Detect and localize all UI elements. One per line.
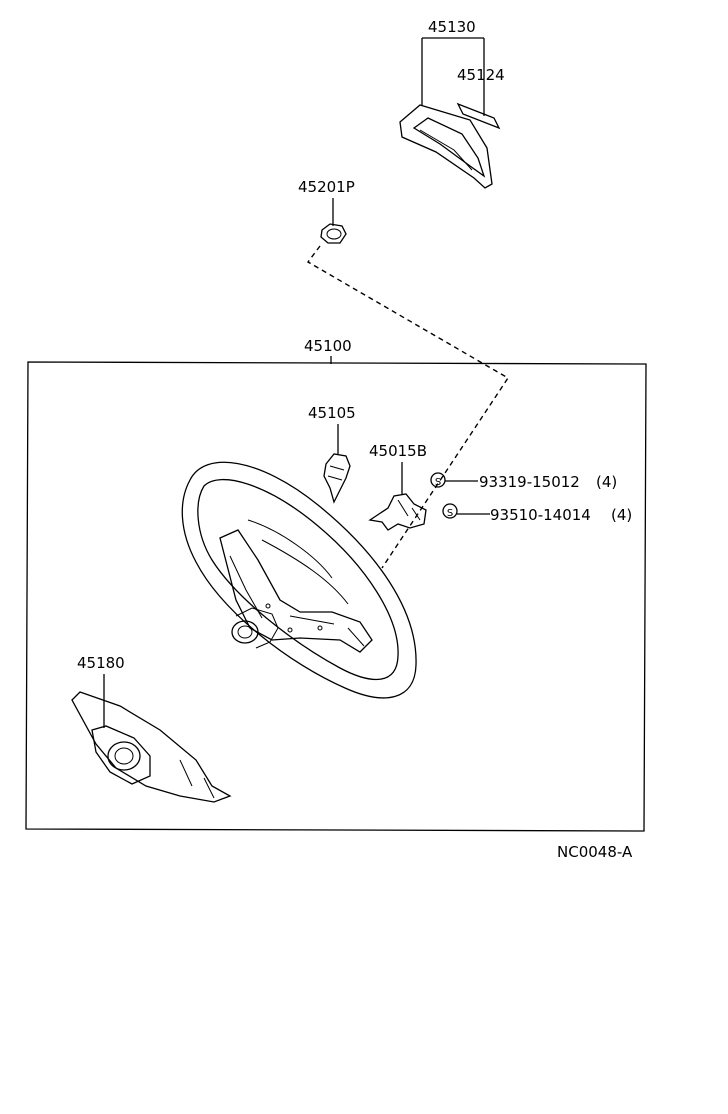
lower-cover-45180 <box>71 691 232 803</box>
qty-93510-14014: (4) <box>611 506 632 524</box>
nut-45201p <box>320 223 347 244</box>
screw-93319-15012: S <box>430 472 478 488</box>
label-93510-14014: 93510-14014 <box>490 506 591 524</box>
qty-93319-15012: (4) <box>596 473 617 491</box>
label-45180: 45180 <box>77 654 125 672</box>
label-45015b: 45015B <box>369 442 427 460</box>
steering-wheel <box>181 461 417 699</box>
screw-symbol-2: S <box>447 508 453 519</box>
pad-cover-45130 <box>399 104 493 189</box>
label-45100: 45100 <box>304 337 352 355</box>
label-45201p: 45201P <box>298 178 355 196</box>
label-45130: 45130 <box>428 18 476 36</box>
label-45124: 45124 <box>457 66 505 84</box>
label-93319-15012: 93319-15012 <box>479 473 580 491</box>
assembly-dashed-line <box>306 245 509 569</box>
screw-93510-14014: S <box>442 503 490 519</box>
leader-45130 <box>421 37 485 116</box>
screw-symbol-1: S <box>435 477 441 488</box>
switch-45105 <box>323 453 351 504</box>
assembly-frame <box>25 361 647 832</box>
diagram-code: NC0048-A <box>557 843 633 861</box>
label-45105: 45105 <box>308 404 356 422</box>
bracket-45015b <box>368 493 427 531</box>
emblem-45124 <box>456 102 501 130</box>
